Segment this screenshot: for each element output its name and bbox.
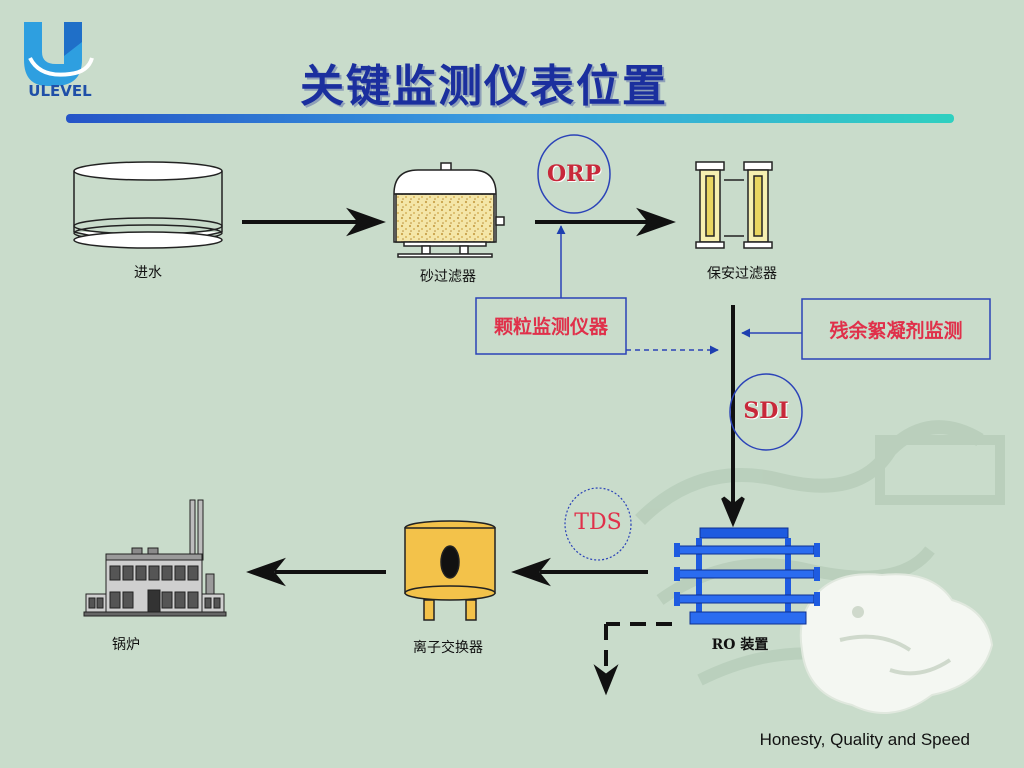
sand-filter-icon bbox=[393, 162, 505, 258]
ro-unit-icon bbox=[674, 527, 820, 625]
ro-reject-dashed-line bbox=[593, 622, 672, 696]
brand-name: ULEVEL bbox=[28, 82, 92, 100]
flow-arrows bbox=[242, 207, 745, 587]
particle-monitor-box bbox=[475, 297, 627, 355]
boiler-label: 锅炉 bbox=[112, 637, 140, 653]
ulevel-logo-icon bbox=[24, 22, 94, 86]
ro-unit-label: RO 装置 bbox=[711, 637, 769, 653]
security-filter-label: 保安过滤器 bbox=[707, 266, 777, 282]
page-title: 关键监测仪表位置 bbox=[300, 61, 668, 112]
sand-filter-label: 砂过滤器 bbox=[420, 269, 476, 285]
security-filter-icon bbox=[695, 161, 773, 249]
particle-monitor-label: 颗粒监测仪器 bbox=[493, 316, 608, 338]
boiler-icon bbox=[83, 499, 227, 617]
tds-circle bbox=[564, 487, 632, 561]
footer-slogan: Honesty, Quality and Speed bbox=[759, 730, 970, 749]
ion-exchanger-icon bbox=[404, 520, 496, 621]
residual-flocculant-label: 残余絮凝剂监测 bbox=[829, 320, 963, 342]
orp-label: ORP bbox=[547, 161, 601, 187]
residual-flocculant-box bbox=[801, 298, 991, 360]
dragon-ornament bbox=[799, 573, 994, 714]
title-underline bbox=[66, 114, 954, 123]
inlet-tank-icon bbox=[73, 161, 223, 249]
inlet-label: 进水 bbox=[134, 265, 162, 281]
orp-circle bbox=[537, 134, 611, 214]
ion-exchanger-label: 离子交换器 bbox=[413, 640, 483, 656]
sdi-circle bbox=[729, 373, 803, 451]
tds-label: TDS bbox=[574, 510, 622, 535]
sdi-label: SDI bbox=[743, 398, 789, 424]
